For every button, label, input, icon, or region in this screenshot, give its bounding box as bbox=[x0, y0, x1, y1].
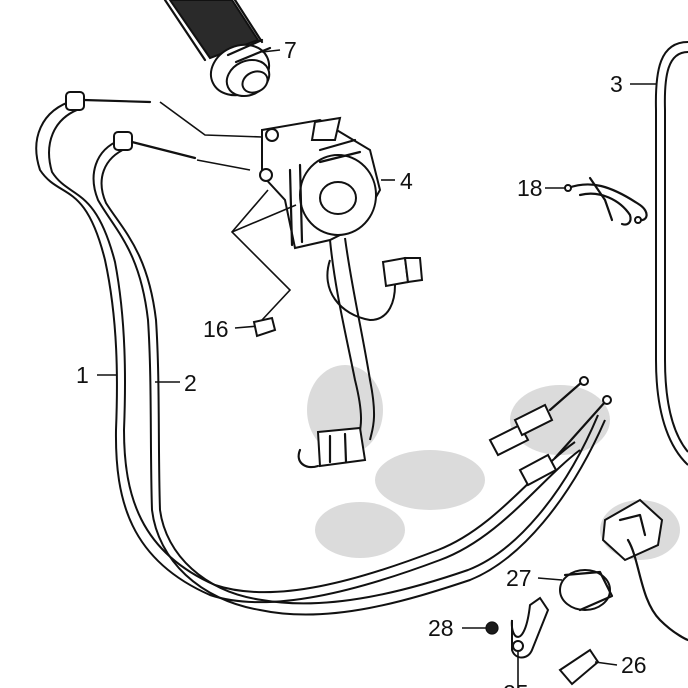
switch-wire-harness bbox=[297, 237, 424, 469]
callout-25: 25 bbox=[503, 680, 529, 688]
callout-16: 16 bbox=[203, 316, 229, 342]
callout-2: 2 bbox=[184, 370, 197, 396]
throttle-cables-1-2 bbox=[35, 91, 612, 616]
callout-4: 4 bbox=[400, 168, 413, 194]
wire-clip-18-icon bbox=[564, 176, 648, 226]
throttle-grip-icon bbox=[163, 0, 272, 97]
switch-block-icon bbox=[601, 498, 688, 642]
part-25-icon bbox=[510, 596, 550, 659]
callout-28: 28 bbox=[428, 615, 454, 641]
part-26-icon bbox=[558, 648, 600, 686]
part-27-icon bbox=[559, 569, 614, 612]
callout-1: 1 bbox=[76, 362, 89, 388]
cable-3 bbox=[654, 41, 688, 466]
callout-18: 18 bbox=[517, 175, 543, 201]
leader-lines bbox=[97, 49, 656, 688]
callout-7: 7 bbox=[284, 37, 297, 63]
callout-27: 27 bbox=[506, 565, 532, 591]
part-28-icon bbox=[485, 621, 499, 635]
callout-3: 3 bbox=[610, 71, 623, 97]
throttle-housing-icon bbox=[259, 116, 382, 250]
callout-26: 26 bbox=[621, 652, 647, 678]
